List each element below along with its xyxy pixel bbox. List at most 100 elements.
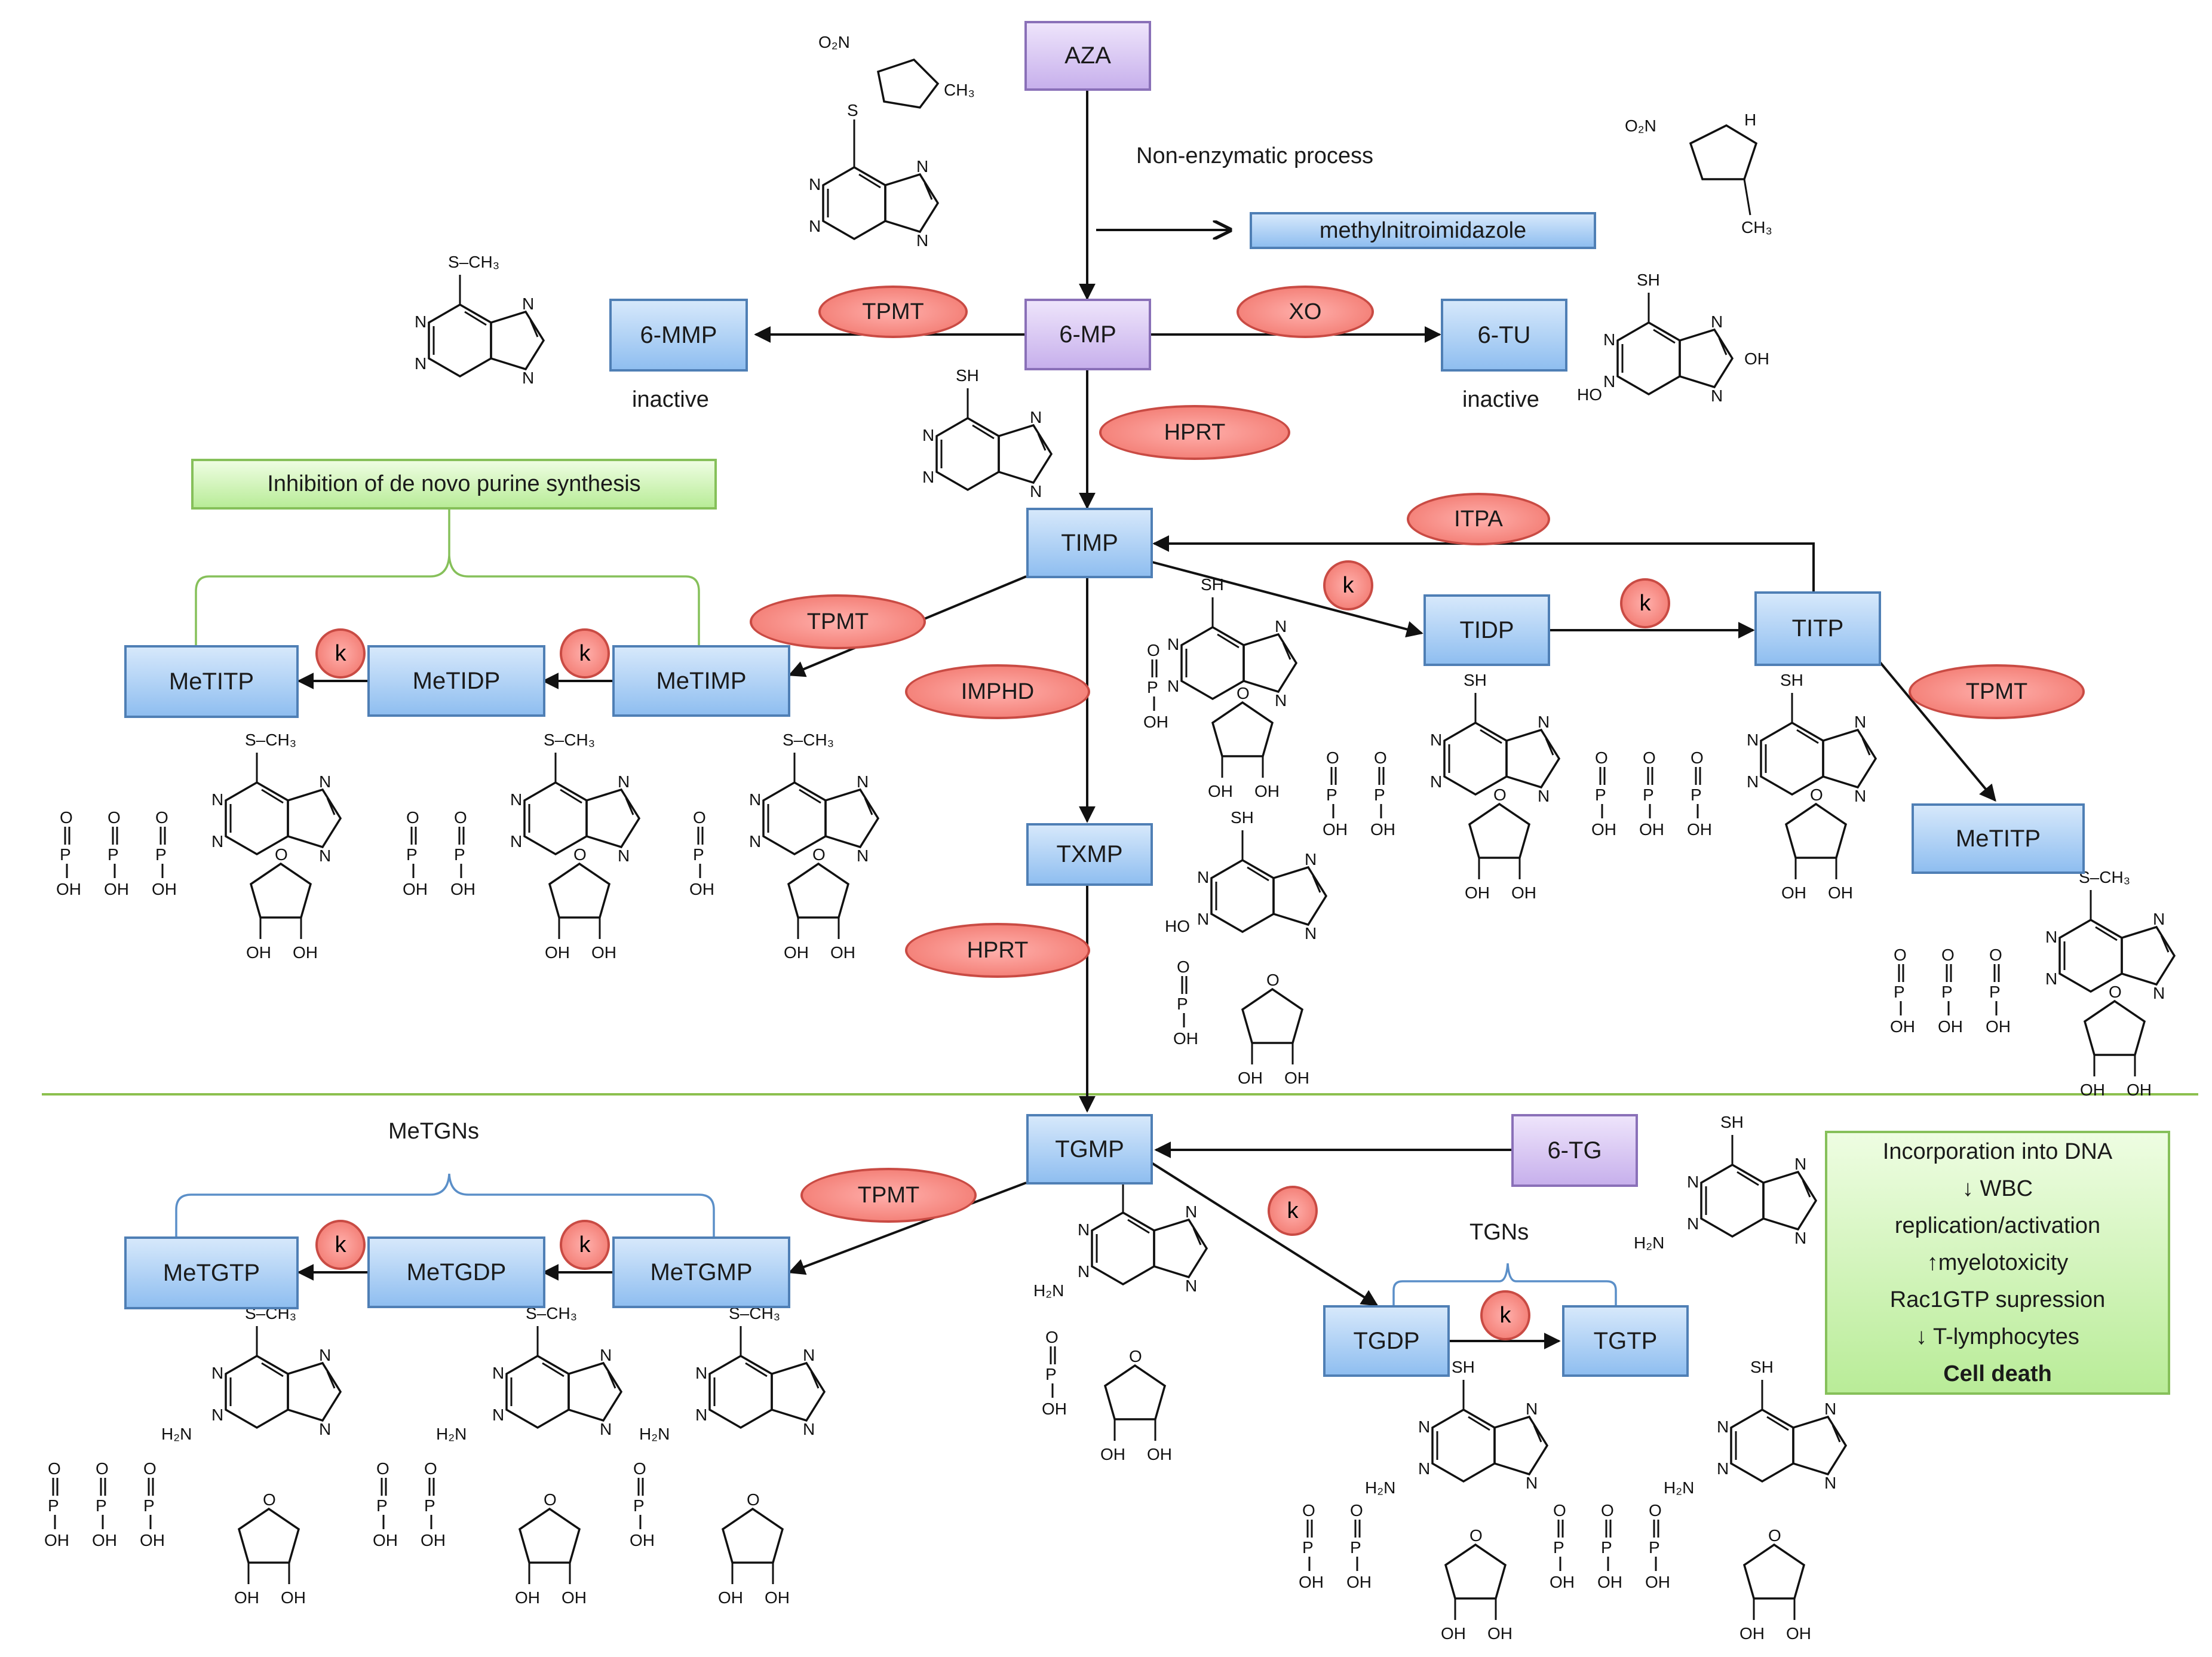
- svg-text:SH: SH: [1750, 1358, 1774, 1376]
- kinase-k: k: [560, 1220, 610, 1270]
- svg-text:S–CH₃: S–CH₃: [2079, 868, 2130, 886]
- outcome-line: ↑myelotoxicity: [1926, 1250, 2069, 1275]
- inactive-label-left: inactive: [632, 387, 709, 412]
- metgmp-structure: S–CH₃ H₂N: [628, 1304, 826, 1608]
- node-tgdp: TGDP: [1323, 1305, 1450, 1377]
- node-6mp: 6-MP: [1024, 299, 1151, 370]
- svg-text:OH: OH: [1744, 349, 1769, 368]
- inhibition-box: Inhibition of de novo purine synthesis: [191, 459, 717, 510]
- svg-text:CH₃: CH₃: [944, 81, 975, 99]
- svg-text:H₂N: H₂N: [1664, 1478, 1694, 1497]
- metgdp-structure: S–CH₃ H₂N: [372, 1304, 622, 1608]
- outcome-line: Incorporation into DNA: [1882, 1139, 2113, 1164]
- kinase-k: k: [1323, 560, 1373, 610]
- outcome-line: Rac1GTP supression: [1889, 1287, 2106, 1312]
- kinase-k: k: [1480, 1290, 1530, 1340]
- tgns-label: TGNs: [1469, 1220, 1529, 1245]
- inhibition-bracket: [195, 555, 700, 645]
- svg-text:SH: SH: [1452, 1358, 1475, 1376]
- svg-text:H₂N: H₂N: [161, 1425, 192, 1443]
- arrow-timp-tidp: [1149, 560, 1423, 638]
- svg-text:CH₃: CH₃: [1741, 218, 1772, 237]
- enzyme-xo: XO: [1237, 286, 1374, 338]
- svg-text:SH: SH: [1780, 671, 1803, 689]
- svg-text:S–CH₃: S–CH₃: [544, 731, 595, 749]
- tgmp-structure: SH H₂N: [1033, 1161, 1208, 1465]
- metgtp-structure: S–CH₃ H₂N: [43, 1304, 342, 1608]
- svg-text:SH: SH: [1201, 575, 1224, 594]
- aza-structure: S O₂N CH₃: [808, 33, 975, 251]
- enzyme-tpmt-2: TPMT: [750, 594, 926, 649]
- tgtp-structure: SH H₂N: [1548, 1358, 1847, 1644]
- svg-text:SH: SH: [1231, 808, 1254, 827]
- enzyme-itpa: ITPA: [1407, 493, 1550, 545]
- node-methylnitroimidazole: methylnitroimidazole: [1250, 212, 1596, 249]
- node-tgmp: TGMP: [1026, 1114, 1153, 1185]
- 6tu-structure: SH HO OH: [1577, 271, 1769, 406]
- 6tg-structure: SH H₂N: [1634, 1113, 1817, 1252]
- kinase-k: k: [315, 628, 366, 679]
- node-metgmp: MeTGMP: [612, 1236, 790, 1308]
- outcome-box: Incorporation into DNA ↓ WBC replication…: [1825, 1131, 2170, 1395]
- node-metidp: MeTIDP: [367, 645, 545, 717]
- svg-text:SH: SH: [1637, 271, 1660, 289]
- node-6mmp: 6-MMP: [609, 299, 748, 372]
- node-metitp-right: MeTITP: [1912, 803, 2085, 874]
- svg-text:H: H: [1744, 111, 1756, 129]
- 6mp-structure: SH: [921, 366, 1053, 502]
- svg-text:HO: HO: [1165, 917, 1190, 935]
- txmp-structure: SH HO: [1165, 808, 1327, 1088]
- svg-text:H₂N: H₂N: [1033, 1281, 1064, 1300]
- metgns-label: MeTGNs: [388, 1119, 479, 1144]
- svg-text:O₂N: O₂N: [1625, 116, 1656, 135]
- node-metgdp: MeTGDP: [367, 1236, 545, 1308]
- svg-text:SH: SH: [1720, 1113, 1744, 1131]
- node-metimp: MeTIMP: [612, 645, 790, 717]
- timp-structure: SH: [1142, 575, 1297, 802]
- outcome-line: ↓ WBC: [1962, 1176, 2033, 1201]
- node-6tg: 6-TG: [1511, 1114, 1638, 1187]
- 6mmp-structure: S–CH₃: [413, 253, 545, 388]
- enzyme-hprt-1: HPRT: [1099, 405, 1290, 460]
- arrow-tgmp-metgmp: [788, 1182, 1027, 1275]
- metitp-right-structure: S–CH₃: [1889, 868, 2176, 1100]
- methylnitroimidazole-structure: O₂N H CH₃: [1625, 111, 1772, 237]
- node-metgtp: MeTGTP: [124, 1236, 299, 1309]
- enzyme-tpmt-4: TPMT: [800, 1168, 977, 1223]
- outcome-line: replication/activation: [1894, 1213, 2101, 1238]
- svg-text:S: S: [847, 101, 858, 119]
- non-enzymatic-label: Non-enzymatic process: [1136, 143, 1374, 168]
- node-titp: TITP: [1754, 591, 1881, 666]
- metidp-structure: S–CH₃: [401, 731, 640, 963]
- svg-text:H₂N: H₂N: [639, 1425, 670, 1443]
- node-tidp: TIDP: [1423, 594, 1550, 666]
- arrow-titp-metitp: [1874, 656, 1996, 802]
- outcome-line: ↓ T-lymphocytes: [1916, 1324, 2079, 1349]
- node-metitp-left: MeTITP: [124, 645, 299, 718]
- titp-structure: SH: [1590, 671, 1877, 903]
- kinase-k: k: [1268, 1186, 1318, 1236]
- kinase-k: k: [560, 628, 610, 679]
- enzyme-impdh: IMPHD: [905, 664, 1090, 719]
- arrow-tgmp-tgdp: [1149, 1161, 1379, 1306]
- node-timp: TIMP: [1026, 508, 1153, 578]
- tidp-structure: SH: [1321, 671, 1560, 903]
- svg-text:H₂N: H₂N: [1365, 1478, 1395, 1497]
- enzyme-tpmt-3: TPMT: [1909, 664, 2085, 719]
- arrow-titp-timp: [1152, 535, 1815, 591]
- tgns-bracket: [1392, 1263, 1617, 1305]
- svg-text:S–CH₃: S–CH₃: [245, 731, 296, 749]
- svg-text:H₂N: H₂N: [436, 1425, 467, 1443]
- node-txmp: TXMP: [1026, 823, 1153, 886]
- node-6tu: 6-TU: [1441, 299, 1567, 372]
- metgns-bracket: [175, 1173, 715, 1239]
- tgdp-structure: SH H₂N: [1297, 1358, 1548, 1644]
- enzyme-tpmt-1: TPMT: [818, 286, 968, 338]
- kinase-k: k: [1620, 578, 1670, 628]
- node-aza: AZA: [1024, 21, 1151, 91]
- svg-text:HO: HO: [1577, 385, 1602, 404]
- svg-text:O₂N: O₂N: [818, 33, 850, 51]
- inactive-label-right: inactive: [1462, 387, 1539, 412]
- metitp-left-structure: S–CH₃: [55, 731, 342, 963]
